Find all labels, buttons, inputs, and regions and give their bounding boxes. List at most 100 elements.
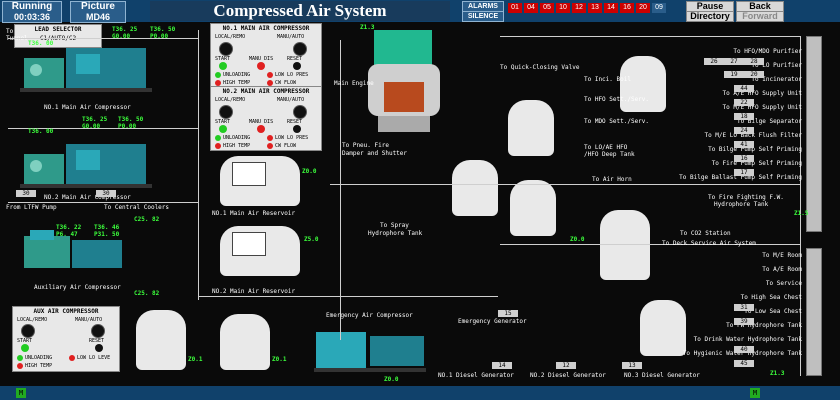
valve-id[interactable]: 30 [16, 190, 36, 197]
consumer-label: To A/E Room [762, 266, 802, 273]
comp2-manu-label: MANU/AUTO [277, 97, 305, 103]
valve-id[interactable]: 14 [492, 362, 512, 369]
reservoir-2-gauge [232, 232, 266, 256]
valve-id[interactable]: 15 [498, 310, 518, 317]
alarm-code[interactable]: 20 [636, 3, 650, 13]
comp1-manu-switch[interactable] [293, 42, 307, 56]
alarm-code[interactable]: 12 [572, 3, 586, 13]
lead-selector-panel: LEAD SELECTOR C1/AUTO/C2 [14, 24, 102, 48]
comp2-manu-dis-button[interactable] [257, 125, 265, 133]
valve-id[interactable]: 41 [734, 141, 754, 148]
pipe-main-4 [198, 296, 498, 297]
pipe-main-2 [8, 128, 198, 129]
reading-z0-1b: Z0.1 [272, 356, 287, 363]
alarm-code[interactable]: 13 [588, 3, 602, 13]
comp2-low-press-lamp [267, 135, 273, 141]
valve-id[interactable]: 30 [96, 190, 116, 197]
valve-id[interactable]: 22 [734, 99, 754, 106]
reading-z0-0c: Z0.0 [570, 236, 585, 243]
alarm-code[interactable]: 04 [524, 3, 538, 13]
aux-unloading-label: UNLOADING [25, 355, 53, 361]
consumer-label: To A/E HFO Supply Unit [722, 90, 802, 97]
comp2-reset-button[interactable] [293, 125, 301, 133]
valve-id[interactable]: 12 [556, 362, 576, 369]
picture-box[interactable]: Picture MD46 [70, 1, 126, 23]
valve-id[interactable]: 20 [744, 71, 764, 78]
comp2-panel-title: NO.2 MAIN AIR COMPRESSOR [222, 88, 310, 95]
directory-button[interactable]: Directory [686, 11, 734, 22]
valve-id[interactable]: 26 [704, 58, 724, 65]
label-dg3: NO.3 Diesel Generator [624, 372, 700, 379]
valve-id[interactable]: 19 [724, 71, 744, 78]
aux-manu-switch[interactable] [91, 324, 105, 338]
reading-c25a: C25. 82 [134, 216, 160, 223]
receiver-h [640, 300, 686, 356]
alarm-code-extra[interactable]: 09 [652, 3, 666, 13]
label-dg1: NO.1 Diesel Generator [438, 372, 514, 379]
label-to-central: To Central Coolers [104, 204, 170, 211]
valve-id[interactable]: 44 [734, 85, 754, 92]
alarm-code[interactable]: 10 [556, 3, 570, 13]
reading-p1a: G0.00 [112, 33, 131, 40]
comp2-unloading-lamp [215, 135, 221, 141]
valve-id[interactable]: 45 [734, 360, 754, 367]
footer-right-indicator: M [750, 388, 760, 398]
valve-id[interactable]: 40 [734, 346, 754, 353]
valve-id[interactable]: 28 [744, 58, 764, 65]
aux-reset-button[interactable] [95, 344, 103, 352]
comp1-manu-label: MANU/AUTO [277, 34, 305, 40]
label-to-mdo: To MDO Sett./Serv. [584, 118, 650, 125]
valve-id[interactable]: 17 [734, 169, 754, 176]
page-title: Compressed Air System [150, 1, 450, 21]
label-to-incin: To Inci. Boil [584, 76, 631, 83]
consumer-label: To Incinerator [751, 76, 802, 83]
reading-t2a: T36. 25 [82, 116, 108, 123]
aux-mode-label: LOCAL/REMO [17, 317, 48, 323]
comp2-start-button[interactable] [219, 125, 227, 133]
consumer-label: To Service [765, 280, 802, 287]
label-res2: NO.2 Main Air Reservoir [212, 288, 296, 295]
label-main-engine: Main Engine [334, 80, 374, 87]
comp1-mode-switch[interactable] [219, 42, 233, 56]
receiver-g [220, 314, 270, 370]
reading-z0-0b: Z0.0 [384, 376, 399, 383]
silence-button[interactable]: SILENCE [462, 11, 504, 22]
consumer-label: To Fire Pump Self Priming [711, 160, 802, 167]
pipe-top [500, 36, 800, 37]
comp2-mode-switch[interactable] [219, 105, 233, 119]
reading-z5-0: Z5.0 [304, 236, 319, 243]
aux-mode-switch[interactable] [21, 324, 35, 338]
side-bar-lower [806, 248, 822, 376]
alarm-code[interactable]: 16 [620, 3, 634, 13]
comp2-manu-switch[interactable] [293, 105, 307, 119]
aux-start-button[interactable] [21, 344, 29, 352]
reading-ta1: T36. 22 [56, 224, 82, 231]
pipe-main-1 [8, 38, 198, 39]
reading-pa1: P6. 47 [56, 231, 78, 238]
alarm-code[interactable]: 14 [604, 3, 618, 13]
label-comp2: NO.2 Main Air Compressor [44, 194, 131, 201]
valve-id[interactable]: 27 [724, 58, 744, 65]
alarm-code[interactable]: 01 [508, 3, 522, 13]
status-box: Running 00:03:36 [2, 1, 62, 23]
valve-id[interactable]: 18 [734, 113, 754, 120]
comp1-reset-button[interactable] [293, 62, 301, 70]
comp1-manu-dis-button[interactable] [257, 62, 265, 70]
comp2-cw-flow-lamp [267, 143, 273, 149]
valve-id[interactable]: 39 [734, 318, 754, 325]
alarm-code[interactable]: 05 [540, 3, 554, 13]
reading-z1-5: Z1.5 [794, 210, 809, 217]
aux-manu-label: MANU/AUTO [75, 317, 103, 323]
reading-ta2: T36. 46 [94, 224, 120, 231]
forward-button[interactable]: Forward [736, 11, 784, 22]
reading-p2b: P0.00 [118, 123, 137, 130]
consumer-label: To Bilge Pump Self Priming [708, 146, 802, 153]
comp1-start-button[interactable] [219, 62, 227, 70]
valve-id[interactable]: 13 [622, 362, 642, 369]
valve-id[interactable]: 24 [734, 127, 754, 134]
valve-id[interactable]: 31 [734, 304, 754, 311]
reading-t3a: T36. 00 [28, 128, 54, 135]
comp1-low-press-label: LOW LO PRES [275, 72, 309, 78]
valve-id[interactable]: 16 [734, 155, 754, 162]
comp1-start-label: START [215, 56, 231, 62]
